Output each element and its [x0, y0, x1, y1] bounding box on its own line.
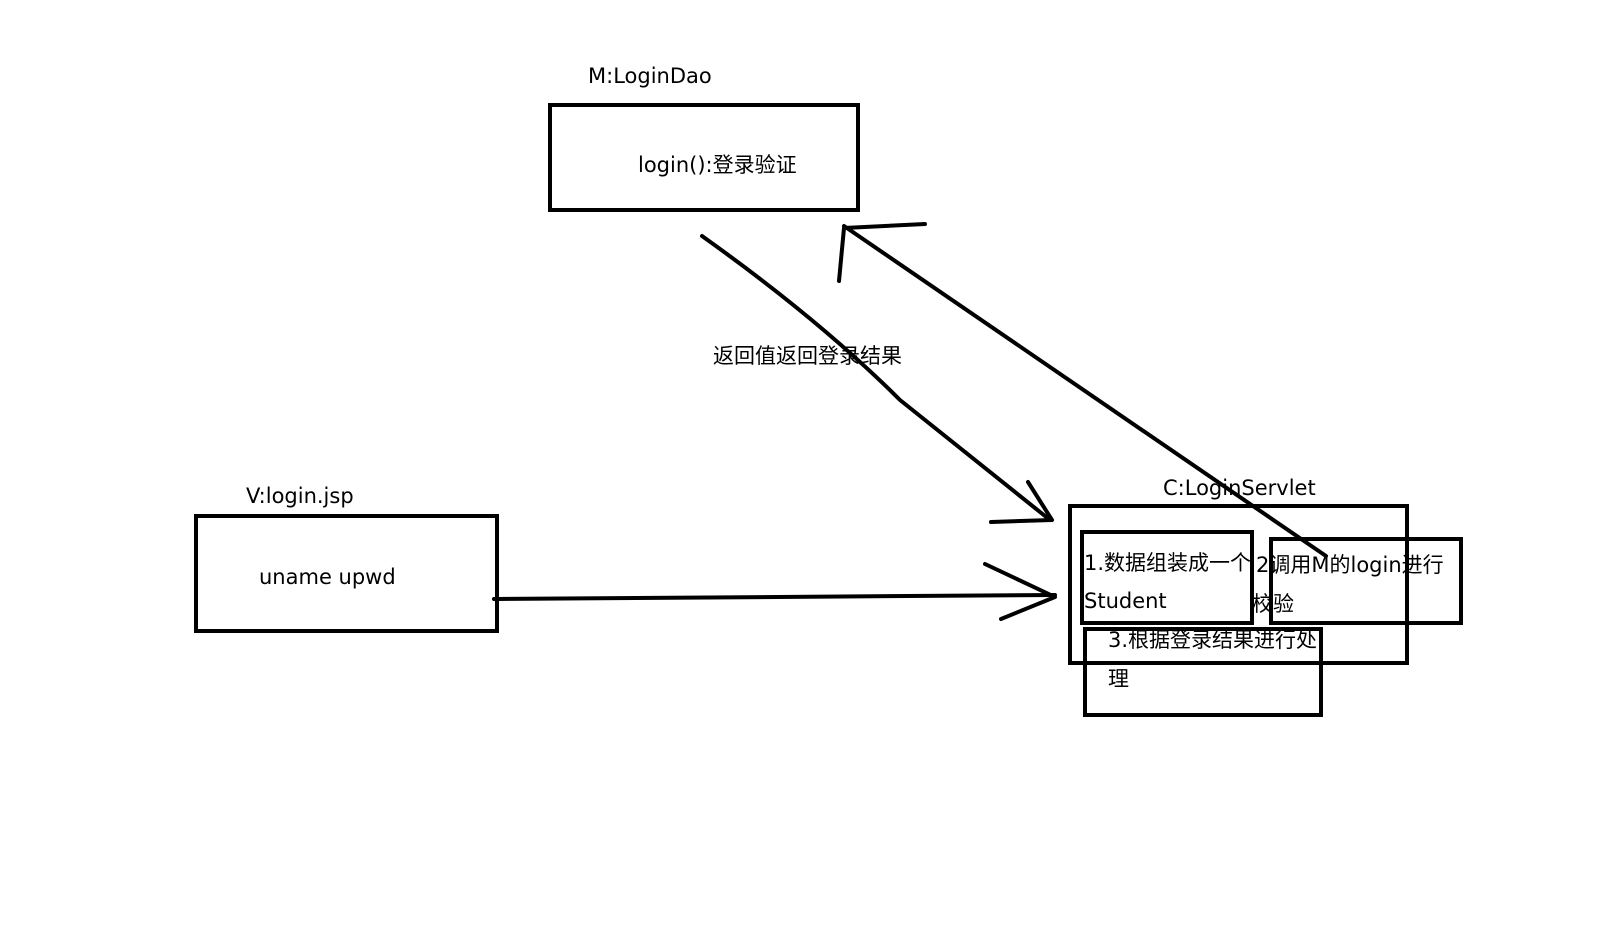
return-value-label: 返回值返回登录结果	[713, 344, 902, 368]
view-fields-label: uname upwd	[259, 565, 396, 589]
step1-box	[1080, 530, 1254, 625]
step3-box	[1083, 627, 1323, 717]
arrow-view-to-controller	[492, 593, 1057, 601]
step2-label-line2: 校验	[1252, 592, 1294, 616]
step3-label-line1: 3.根据登录结果进行处	[1108, 628, 1318, 652]
controller-box	[1068, 504, 1409, 665]
step1-label-line2: Student	[1084, 589, 1167, 613]
model-title: M:LoginDao	[588, 64, 712, 88]
view-box	[194, 514, 499, 633]
model-method-label: login():登录验证	[638, 153, 797, 177]
arrow-view-to-controller-head	[983, 562, 1057, 621]
arrow-model-to-controller-head	[989, 480, 1054, 524]
arrow-model-to-controller	[700, 234, 1052, 522]
view-title: V:login.jsp	[246, 484, 354, 508]
step3-label-line2: 理	[1108, 667, 1129, 691]
step2-box	[1269, 537, 1463, 625]
step2-label-line1: 2调用M的login进行	[1256, 553, 1444, 577]
arrow-controller-to-model	[842, 224, 1328, 558]
model-box	[548, 103, 860, 212]
controller-title: C:LoginServlet	[1163, 476, 1316, 500]
step1-label-line1: 1.数据组装成一个	[1084, 551, 1252, 575]
arrow-controller-to-model-head	[837, 222, 927, 283]
